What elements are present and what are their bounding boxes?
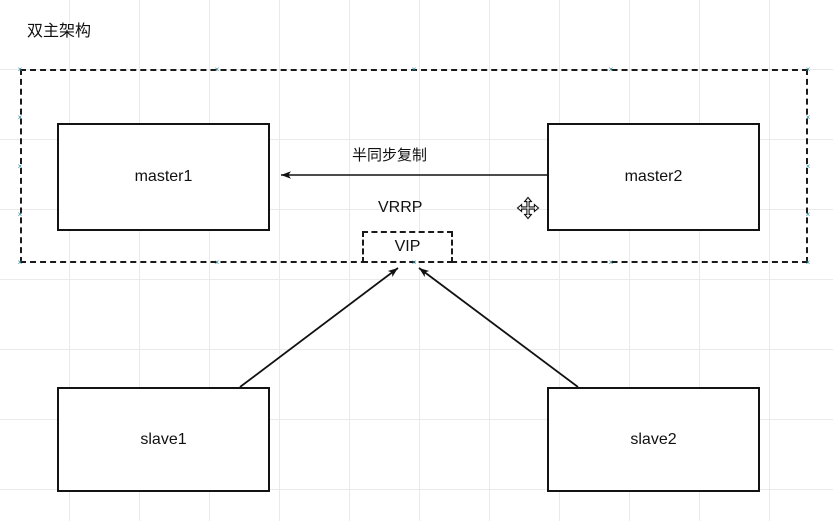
selection-handle[interactable] bbox=[214, 66, 221, 73]
node-master2[interactable]: master2 bbox=[547, 123, 760, 231]
selection-handle[interactable] bbox=[17, 114, 24, 121]
node-slave1-label: slave1 bbox=[140, 430, 187, 448]
node-master1[interactable]: master1 bbox=[57, 123, 270, 231]
selection-handle[interactable] bbox=[805, 163, 812, 170]
node-master1-label: master1 bbox=[134, 168, 193, 185]
move-cursor-icon bbox=[516, 196, 540, 220]
selection-handle[interactable] bbox=[17, 66, 24, 73]
selection-handle[interactable] bbox=[214, 259, 221, 266]
selection-handle[interactable] bbox=[805, 211, 812, 218]
node-vip-label: VIP bbox=[394, 238, 421, 255]
selection-handle[interactable] bbox=[17, 163, 24, 170]
selection-handle[interactable] bbox=[411, 259, 418, 266]
selection-handle[interactable] bbox=[608, 259, 615, 266]
node-slave1[interactable]: slave1 bbox=[57, 387, 270, 492]
edge-slave1-to-vip[interactable] bbox=[239, 267, 399, 388]
selection-handle[interactable] bbox=[411, 66, 418, 73]
node-slave2[interactable]: slave2 bbox=[547, 387, 760, 492]
node-vip[interactable]: VIP bbox=[362, 231, 453, 263]
selection-handle[interactable] bbox=[805, 66, 812, 73]
selection-handle[interactable] bbox=[17, 259, 24, 266]
selection-handle[interactable] bbox=[805, 114, 812, 121]
edge-label-vrrp[interactable]: VRRP bbox=[378, 199, 423, 216]
selection-handle[interactable] bbox=[17, 211, 24, 218]
diagram-title: 双主架构 bbox=[27, 23, 92, 40]
node-master2-label: master2 bbox=[624, 168, 683, 185]
selection-handle[interactable] bbox=[805, 259, 812, 266]
node-slave2-label: slave2 bbox=[630, 430, 677, 448]
selection-handle[interactable] bbox=[608, 66, 615, 73]
edge-label-replication[interactable]: 半同步复制 bbox=[352, 147, 428, 164]
edge-slave2-to-vip[interactable] bbox=[418, 267, 579, 388]
